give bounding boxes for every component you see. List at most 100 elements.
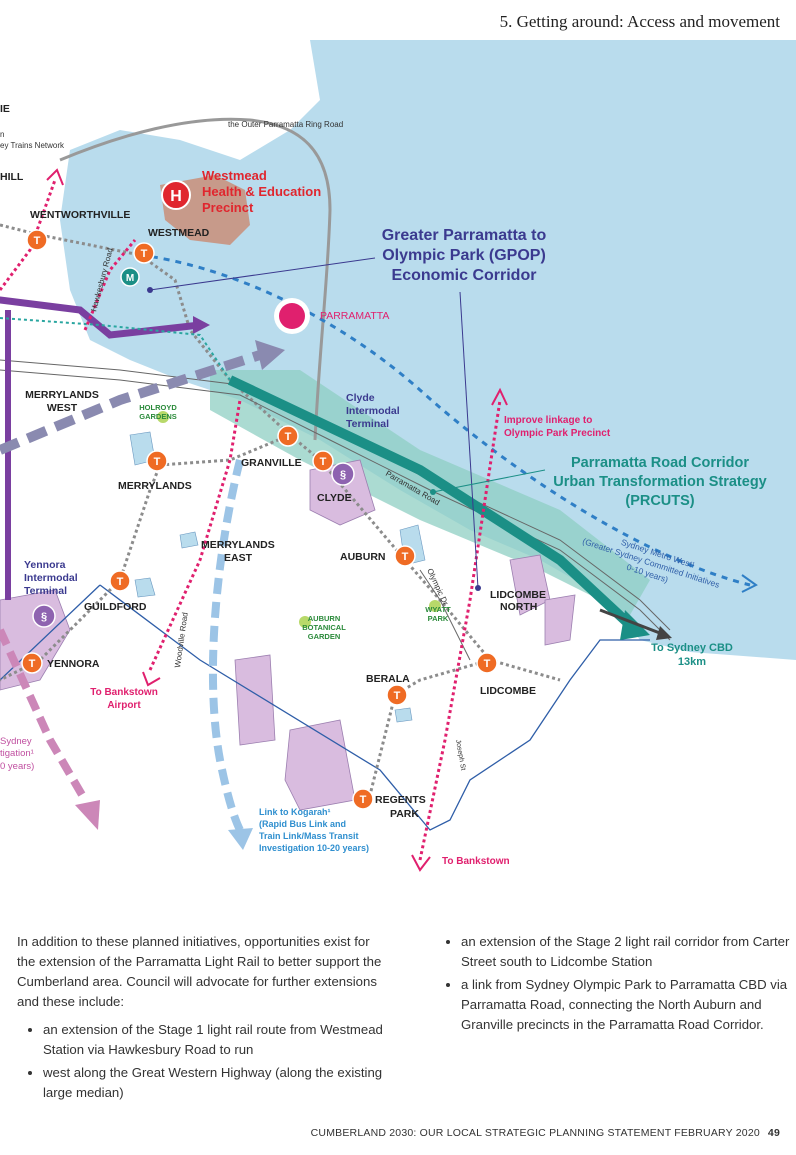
yennora-intermodal-icon xyxy=(32,604,56,628)
body-left-column: In addition to these planned initiatives… xyxy=(17,932,387,1106)
prcuts-pointer-dot xyxy=(430,489,436,495)
svg-text:Westmead: Westmead xyxy=(202,168,267,183)
sydney-investigation-label: Sydney tigation¹ 0 years) xyxy=(0,736,34,772)
svg-text:Improve linkage to: Improve linkage to xyxy=(504,415,592,426)
hospital-icon xyxy=(161,180,191,210)
park-label-auburn-botanical: AUBURN BOTANICAL GARDEN xyxy=(302,614,346,641)
svg-text:(Rapid Bus Link and: (Rapid Bus Link and xyxy=(259,819,346,829)
corridor-map: H M § § T T T T T T T T T T T IE n ey Tr… xyxy=(0,40,796,872)
highway-arrow xyxy=(0,296,204,339)
train-station-regents-park: T xyxy=(352,788,374,810)
railway-lines xyxy=(0,223,561,796)
park-label-wyatt: WYATT PARK xyxy=(425,605,451,623)
svg-text:T: T xyxy=(484,658,491,670)
sydney-investigation-arrow xyxy=(0,628,89,803)
edge-label-hill: HILL xyxy=(0,171,24,183)
place-yennora: YENNORA xyxy=(47,658,100,670)
train-station-westmead: T xyxy=(133,242,155,264)
place-clyde: CLYDE xyxy=(317,492,352,504)
svg-text:To Sydney CBD: To Sydney CBD xyxy=(651,642,733,654)
road-label-joseph: Joseph St xyxy=(454,739,466,771)
svg-text:Airport: Airport xyxy=(107,700,141,711)
page-header: 5. Getting around: Access and movement xyxy=(499,12,780,31)
place-auburn: AUBURN xyxy=(340,551,386,563)
kogarah-arrow-head xyxy=(228,828,253,850)
list-item: west along the Great Western Highway (al… xyxy=(43,1063,387,1103)
svg-text:Clyde: Clyde xyxy=(346,392,375,404)
park-label-holroyd: HOLROYD GARDENS xyxy=(139,403,177,421)
svg-text:To Bankstown: To Bankstown xyxy=(90,687,158,698)
place-guildford: GUILDFORD xyxy=(84,601,147,613)
train-station-yennora: T xyxy=(21,652,43,674)
intro-paragraph: In addition to these planned initiatives… xyxy=(17,934,382,1009)
to-bankstown-label: To Bankstown xyxy=(442,856,510,867)
svg-text:T: T xyxy=(402,551,409,563)
list-item: an extension of the Stage 1 light rail r… xyxy=(43,1020,387,1060)
svg-text:Economic Corridor: Economic Corridor xyxy=(392,267,537,284)
gpop-label: Greater Parramatta to Olympic Park (GPOP… xyxy=(382,227,547,284)
industrial-areas xyxy=(0,459,576,811)
place-merrylands-east-1: MERRYLANDS xyxy=(201,539,275,551)
train-station-merrylands: T xyxy=(146,450,168,472)
linkage-arrows xyxy=(0,179,502,861)
metro-icon xyxy=(120,267,140,287)
place-parramatta: PARRAMATTA xyxy=(320,310,389,322)
train-stations: T T T T T T T T T T T xyxy=(21,229,498,810)
train-station-clyde: T xyxy=(312,450,334,472)
gpop-pointer-2 xyxy=(459,291,479,589)
svg-text:Health & Education: Health & Education xyxy=(202,184,321,199)
svg-text:Precinct: Precinct xyxy=(202,200,254,215)
clyde-intermodal-icon xyxy=(331,462,355,486)
svg-text:GARDEN: GARDEN xyxy=(308,632,341,641)
place-regents-park-2: PARK xyxy=(390,808,419,820)
svg-text:GARDENS: GARDENS xyxy=(139,412,177,421)
svg-text:Greater Parramatta to: Greater Parramatta to xyxy=(382,227,547,244)
svg-text:HOLROYD: HOLROYD xyxy=(139,403,177,412)
svg-text:BOTANICAL: BOTANICAL xyxy=(302,623,346,632)
svg-text:Intermodal: Intermodal xyxy=(24,572,78,584)
improve-linkage-label: Improve linkage to Olympic Park Precinct xyxy=(504,415,611,439)
park-marker-holroyd xyxy=(157,411,169,423)
kogarah-link-label: Link to Kogarah¹ (Rapid Bus Link and Tra… xyxy=(259,807,369,853)
train-station-lidcombe: T xyxy=(476,652,498,674)
linkage-arrow-heads xyxy=(46,168,508,872)
svg-text:Urban Transformation Strategy: Urban Transformation Strategy xyxy=(553,474,767,490)
kogarah-link-arrow xyxy=(208,459,244,832)
place-merrylands-west-1: MERRYLANDS xyxy=(25,389,99,401)
outer-parramatta-ring-road xyxy=(59,117,332,441)
metro-west-arrow-head xyxy=(741,574,758,593)
svg-text:T: T xyxy=(154,456,161,468)
hospital-icon-label: H xyxy=(170,188,182,205)
svg-text:13km: 13km xyxy=(678,656,706,668)
svg-text:Investigation 10-20 years): Investigation 10-20 years) xyxy=(259,843,369,853)
svg-text:0 years): 0 years) xyxy=(0,761,34,772)
prcuts-pointer xyxy=(432,469,546,493)
svg-text:Terminal: Terminal xyxy=(346,418,389,430)
svg-text:T: T xyxy=(320,456,327,468)
metro-icon-label: M xyxy=(126,273,134,284)
to-cbd-line xyxy=(599,608,666,637)
westmead-precinct-label: Westmead Health & Education Precinct xyxy=(202,168,321,215)
train-station-granville: T xyxy=(277,425,299,447)
svg-text:T: T xyxy=(29,658,36,670)
svg-text:(PRCUTS): (PRCUTS) xyxy=(625,493,694,509)
to-sydney-cbd-label: To Sydney CBD 13km xyxy=(651,642,733,668)
svg-text:Terminal: Terminal xyxy=(24,585,67,597)
place-regents-park-1: REGENTS xyxy=(375,794,426,806)
place-lidcombe: LIDCOMBE xyxy=(480,685,536,697)
road-label-woodville: Woodville Road xyxy=(173,612,190,669)
train-station-guildford: T xyxy=(109,570,131,592)
grey-corridor-arrow xyxy=(0,350,262,455)
place-lidcombe-north-2: NORTH xyxy=(500,601,537,613)
place-merrylands-west-2: WEST xyxy=(47,402,78,414)
svg-text:Olympic Park Precinct: Olympic Park Precinct xyxy=(504,428,611,439)
place-lidcombe-north-1: LIDCOMBE xyxy=(490,589,546,601)
svg-text:AUBURN: AUBURN xyxy=(308,614,341,623)
svg-text:T: T xyxy=(141,248,148,260)
place-westmead: WESTMEAD xyxy=(148,227,210,239)
svg-text:WYATT: WYATT xyxy=(425,605,451,614)
place-granville: GRANVILLE xyxy=(241,457,302,469)
svg-text:Olympic Park (GPOP): Olympic Park (GPOP) xyxy=(382,247,546,264)
parramatta-marker xyxy=(279,303,305,329)
yennora-intermodal-glyph: § xyxy=(41,611,47,623)
